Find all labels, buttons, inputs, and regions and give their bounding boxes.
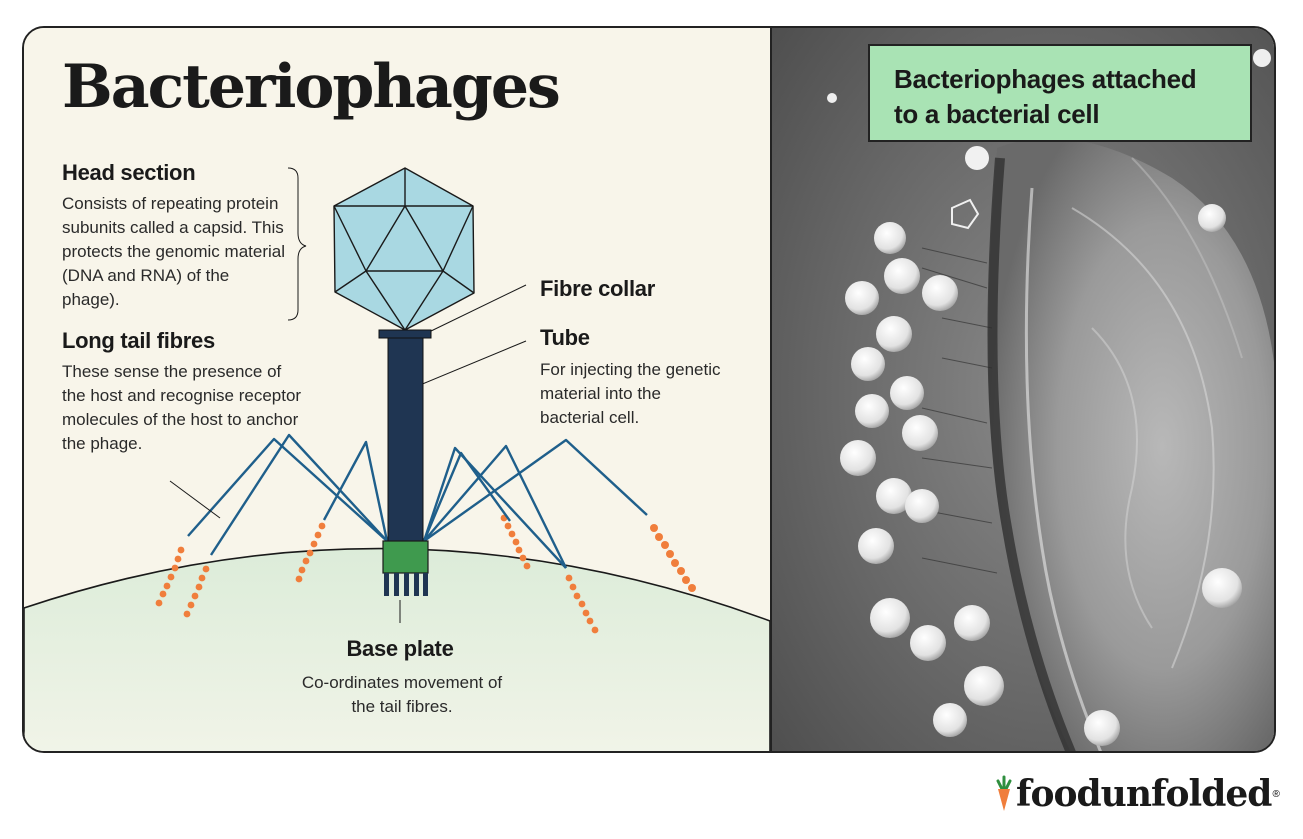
- base-plate-pins: [384, 573, 428, 596]
- tube-title: Tube: [540, 325, 590, 350]
- photo-caption: Bacteriophages attached to a bacterial c…: [868, 44, 1252, 142]
- brand-logo[interactable]: foodunfolded ®: [992, 773, 1280, 815]
- carrot-icon: [996, 775, 1012, 811]
- capsid-head: [333, 167, 475, 331]
- diagram-panel: Bacteriophages Head section Consists of …: [24, 28, 770, 751]
- page-title: Bacteriophages: [62, 52, 561, 122]
- micrograph-panel: Bacteriophages attached to a bacterial c…: [772, 28, 1274, 751]
- leader-lines: [169, 167, 527, 623]
- brand-name: foodunfolded: [1016, 773, 1272, 815]
- tail-fibres: [187, 433, 648, 569]
- fibre-collar-title: Fibre collar: [540, 276, 655, 301]
- base-plate-title: Base plate: [346, 636, 454, 661]
- fibre-collar: [378, 329, 432, 339]
- receptor-molecules: [155, 514, 696, 634]
- tube-description: For injecting the genetic material into …: [540, 360, 721, 427]
- long-tail-fibres-description: These sense the presence of the host and…: [62, 362, 302, 453]
- panel-divider: [770, 28, 772, 751]
- bacterial-cell-surface: [24, 547, 770, 751]
- phage-diagram: [24, 167, 770, 751]
- registered-mark: ®: [1272, 788, 1280, 800]
- micrograph-image: [772, 28, 1274, 751]
- tail-tube: [387, 337, 424, 544]
- infographic-card: Bacteriophages Head section Consists of …: [22, 26, 1276, 753]
- head-section-description: Consists of repeating protein subunits c…: [62, 194, 285, 309]
- long-tail-fibres-title: Long tail fibres: [62, 328, 215, 353]
- base-plate: [382, 540, 429, 574]
- base-plate-description: Co-ordinates movement of the tail fibres…: [301, 673, 503, 716]
- head-section-title: Head section: [62, 160, 196, 185]
